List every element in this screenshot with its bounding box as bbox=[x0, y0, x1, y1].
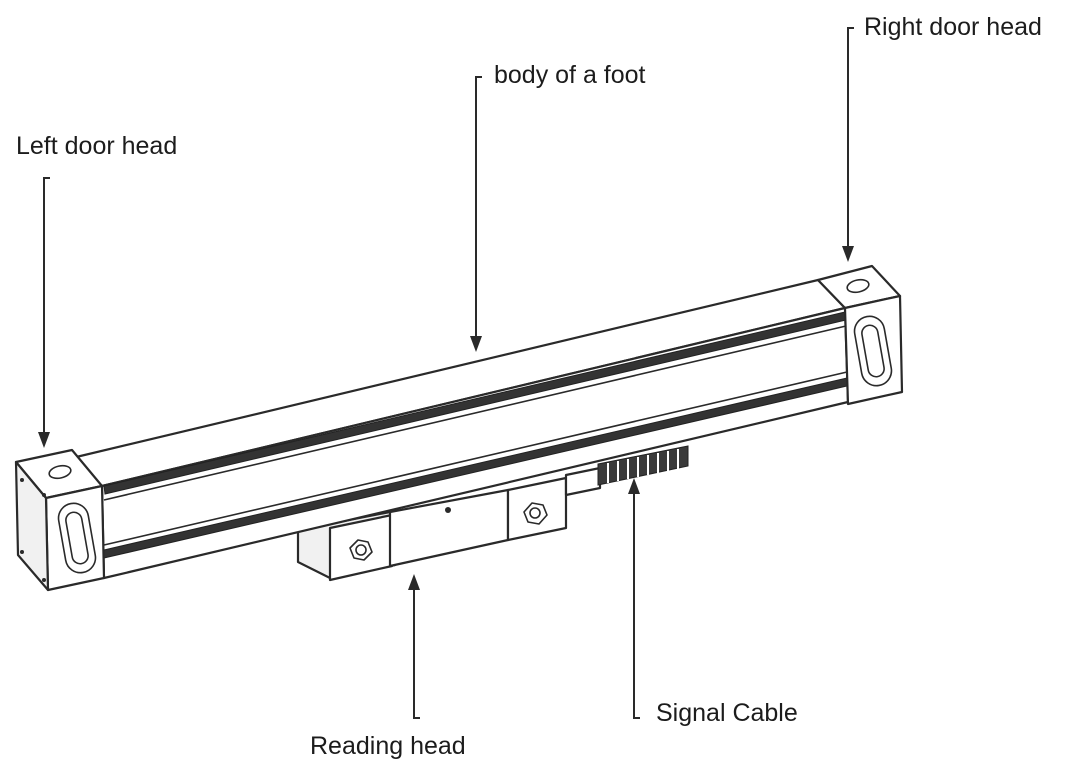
label-reading-head: Reading head bbox=[310, 732, 466, 760]
left-door-head bbox=[14, 448, 106, 592]
label-body-of-foot: body of a foot bbox=[494, 61, 646, 89]
label-signal-cable: Signal Cable bbox=[656, 699, 798, 727]
scale-body bbox=[70, 278, 850, 580]
pointer-left-door-head bbox=[38, 177, 50, 448]
right-door-head bbox=[816, 264, 904, 406]
pointer-signal-cable bbox=[628, 478, 640, 719]
pointer-body-of-foot bbox=[470, 76, 482, 352]
signal-cable bbox=[564, 445, 689, 497]
pointer-reading-head bbox=[408, 574, 420, 719]
label-left-door-head: Left door head bbox=[16, 132, 177, 160]
reading-head bbox=[296, 476, 568, 582]
label-right-door-head: Right door head bbox=[864, 13, 1042, 41]
pointer-right-door-head bbox=[842, 27, 854, 262]
